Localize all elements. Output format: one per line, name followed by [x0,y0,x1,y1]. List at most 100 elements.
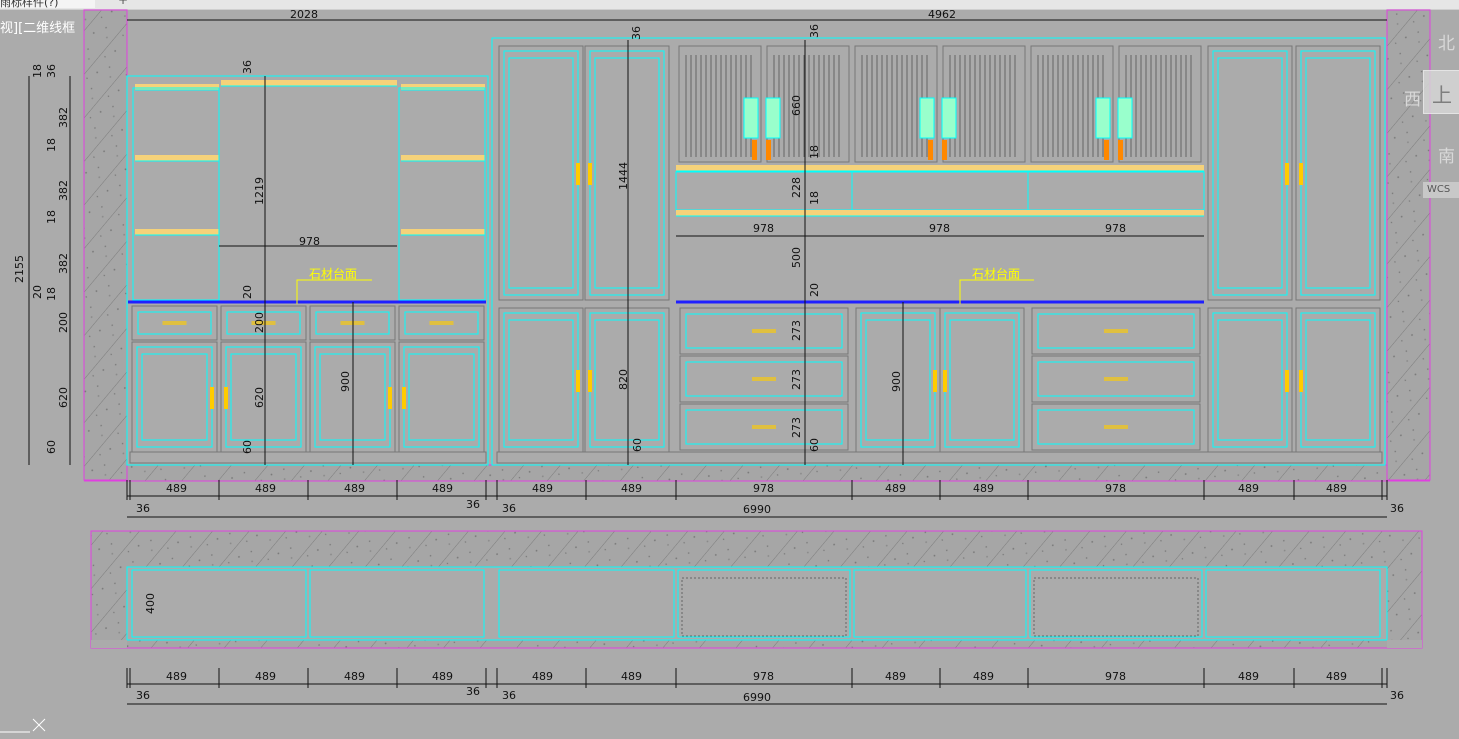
dim-text: 400 [144,593,157,614]
glass-door [1030,45,1114,163]
dim-text: 489 [1238,482,1259,495]
drawer-frame [220,305,307,341]
door-handle-icon [224,387,228,409]
dim-text: 2028 [290,8,318,21]
door-handle-icon [1299,370,1303,392]
dim-text: 900 [339,371,352,392]
wcs-menu[interactable]: WCS [1423,182,1459,198]
new-tab-button[interactable]: + [118,0,129,7]
door-panel [1300,312,1376,448]
dim-text: 489 [344,670,365,683]
dim-text: 18 [45,210,58,224]
dim-text: 60 [808,438,821,452]
dim-text: 36 [241,60,254,74]
drawer-frame [1031,307,1201,355]
drawer-handle-icon [162,321,187,325]
dim-text: 620 [57,387,70,408]
shelf [676,210,1204,216]
door-handle-icon [1118,140,1123,160]
door-ornament [941,97,957,139]
dim-text: 489 [1238,670,1259,683]
drawing-tab-bar: 雨标样件(?) + [0,0,1459,10]
viewcube-north[interactable]: 北 [1438,34,1455,54]
shelf [401,155,485,161]
drawer-panel [1037,313,1195,349]
door-inner-panel [865,319,931,441]
drawing-tab[interactable]: 雨标样件(?) [0,0,95,8]
dim-text: 489 [885,482,906,495]
door-frame [398,341,485,453]
floor-hatch [126,464,1388,482]
viewcube-face[interactable]: 上 [1423,70,1459,114]
shelf [135,229,219,235]
door-ornament [919,97,935,139]
dim-text: 660 [790,95,803,116]
drawer-handle-icon [1104,377,1128,381]
dim-text: 36 [466,498,480,511]
plan-cabinet-unit [1029,569,1203,638]
door-inner-panel [408,353,475,441]
door-panel [503,50,579,296]
door-frame [498,307,584,453]
plan-cabinet-unit [131,569,307,638]
dim-text: 273 [790,320,803,341]
shelf-bay [132,87,220,301]
dimension-lines [28,19,1388,705]
viewcube-south[interactable]: 南 [1438,147,1455,167]
drawer-handle-icon [752,329,776,333]
dim-text: 489 [621,482,642,495]
door-inner-panel [1305,319,1371,441]
dim-text: 36 [808,24,821,38]
plan-gap [91,640,127,648]
dim-text: 60 [631,438,644,452]
dim-text: 489 [166,482,187,495]
door-handle-icon [766,140,771,160]
dim-text: 36 [466,685,480,698]
dim-text: 36 [136,502,150,515]
drawer-handle-icon [1104,329,1128,333]
dim-text: 978 [1105,670,1126,683]
door-handle-icon [1104,140,1109,160]
door-frame [1207,307,1293,453]
drawing-tab-title: 雨标样件(?) [0,0,59,8]
viewport-label[interactable]: 视][二维线框 [0,21,76,36]
drawer-frame [1031,403,1201,451]
drawer-panel [685,313,843,349]
drawer-panel [685,361,843,397]
dim-text: 36 [1390,502,1404,515]
door-inner-panel [1217,319,1283,441]
shelf [401,84,485,90]
cabinet-elevation [126,37,1386,466]
door-handle-icon [576,370,580,392]
door-inner-panel [594,319,660,441]
door-ornament [765,97,781,139]
door-panel [1300,50,1376,296]
plan-hidden-outline [681,577,847,637]
plan-hidden-outline [1033,577,1199,637]
drawer-panel [1037,409,1195,445]
viewcube[interactable]: 北 西 上 南 WCS [1404,22,1459,207]
dim-text: 60 [45,440,58,454]
dim-text: 978 [1105,482,1126,495]
shelf [676,165,1204,171]
plan-cabinet-unit [1205,569,1381,638]
door-frame [1207,45,1293,301]
door-panel [403,346,480,448]
viewcube-west[interactable]: 西 [1404,90,1421,110]
door-ornament [1095,97,1111,139]
plan-cabinet-outline [126,566,1388,641]
dim-text: 489 [885,670,906,683]
door-frame [939,307,1025,453]
drawer-frame [398,305,485,341]
door-handle-icon [1285,163,1289,185]
door-ornament [1117,97,1133,139]
dim-text: 489 [621,670,642,683]
stone-countertop-label: 石材台面 [972,266,1020,281]
dim-text: 489 [973,482,994,495]
dim-text: 273 [790,417,803,438]
dim-text: 1444 [617,162,630,190]
door-frame [1295,307,1381,453]
dim-text: 489 [432,670,453,683]
dim-text: 489 [973,670,994,683]
